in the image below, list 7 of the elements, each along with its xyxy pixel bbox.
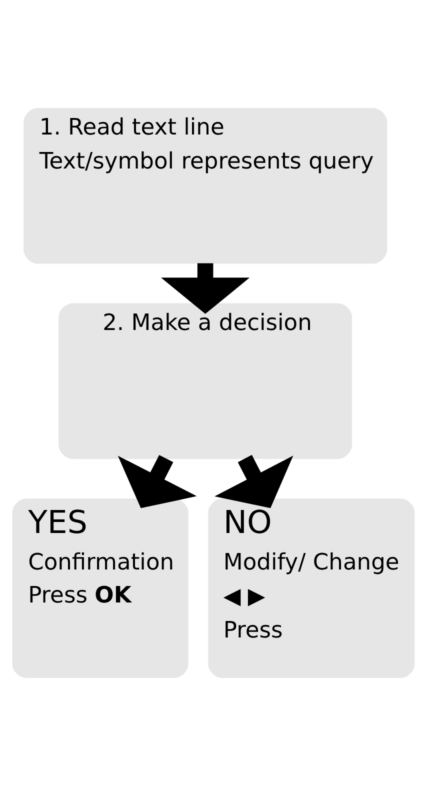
node-box: 2. Make a decision (58, 302, 352, 459)
arrow (118, 454, 197, 508)
node-box: YES Confirmation Press OK (12, 498, 188, 678)
node-box: NO Modify/ Change ◀ ▶ Press (208, 498, 415, 678)
arrow (161, 262, 250, 314)
arrow (214, 454, 294, 508)
node-box: 1. Read text line Text/symbol represents query (24, 107, 388, 264)
